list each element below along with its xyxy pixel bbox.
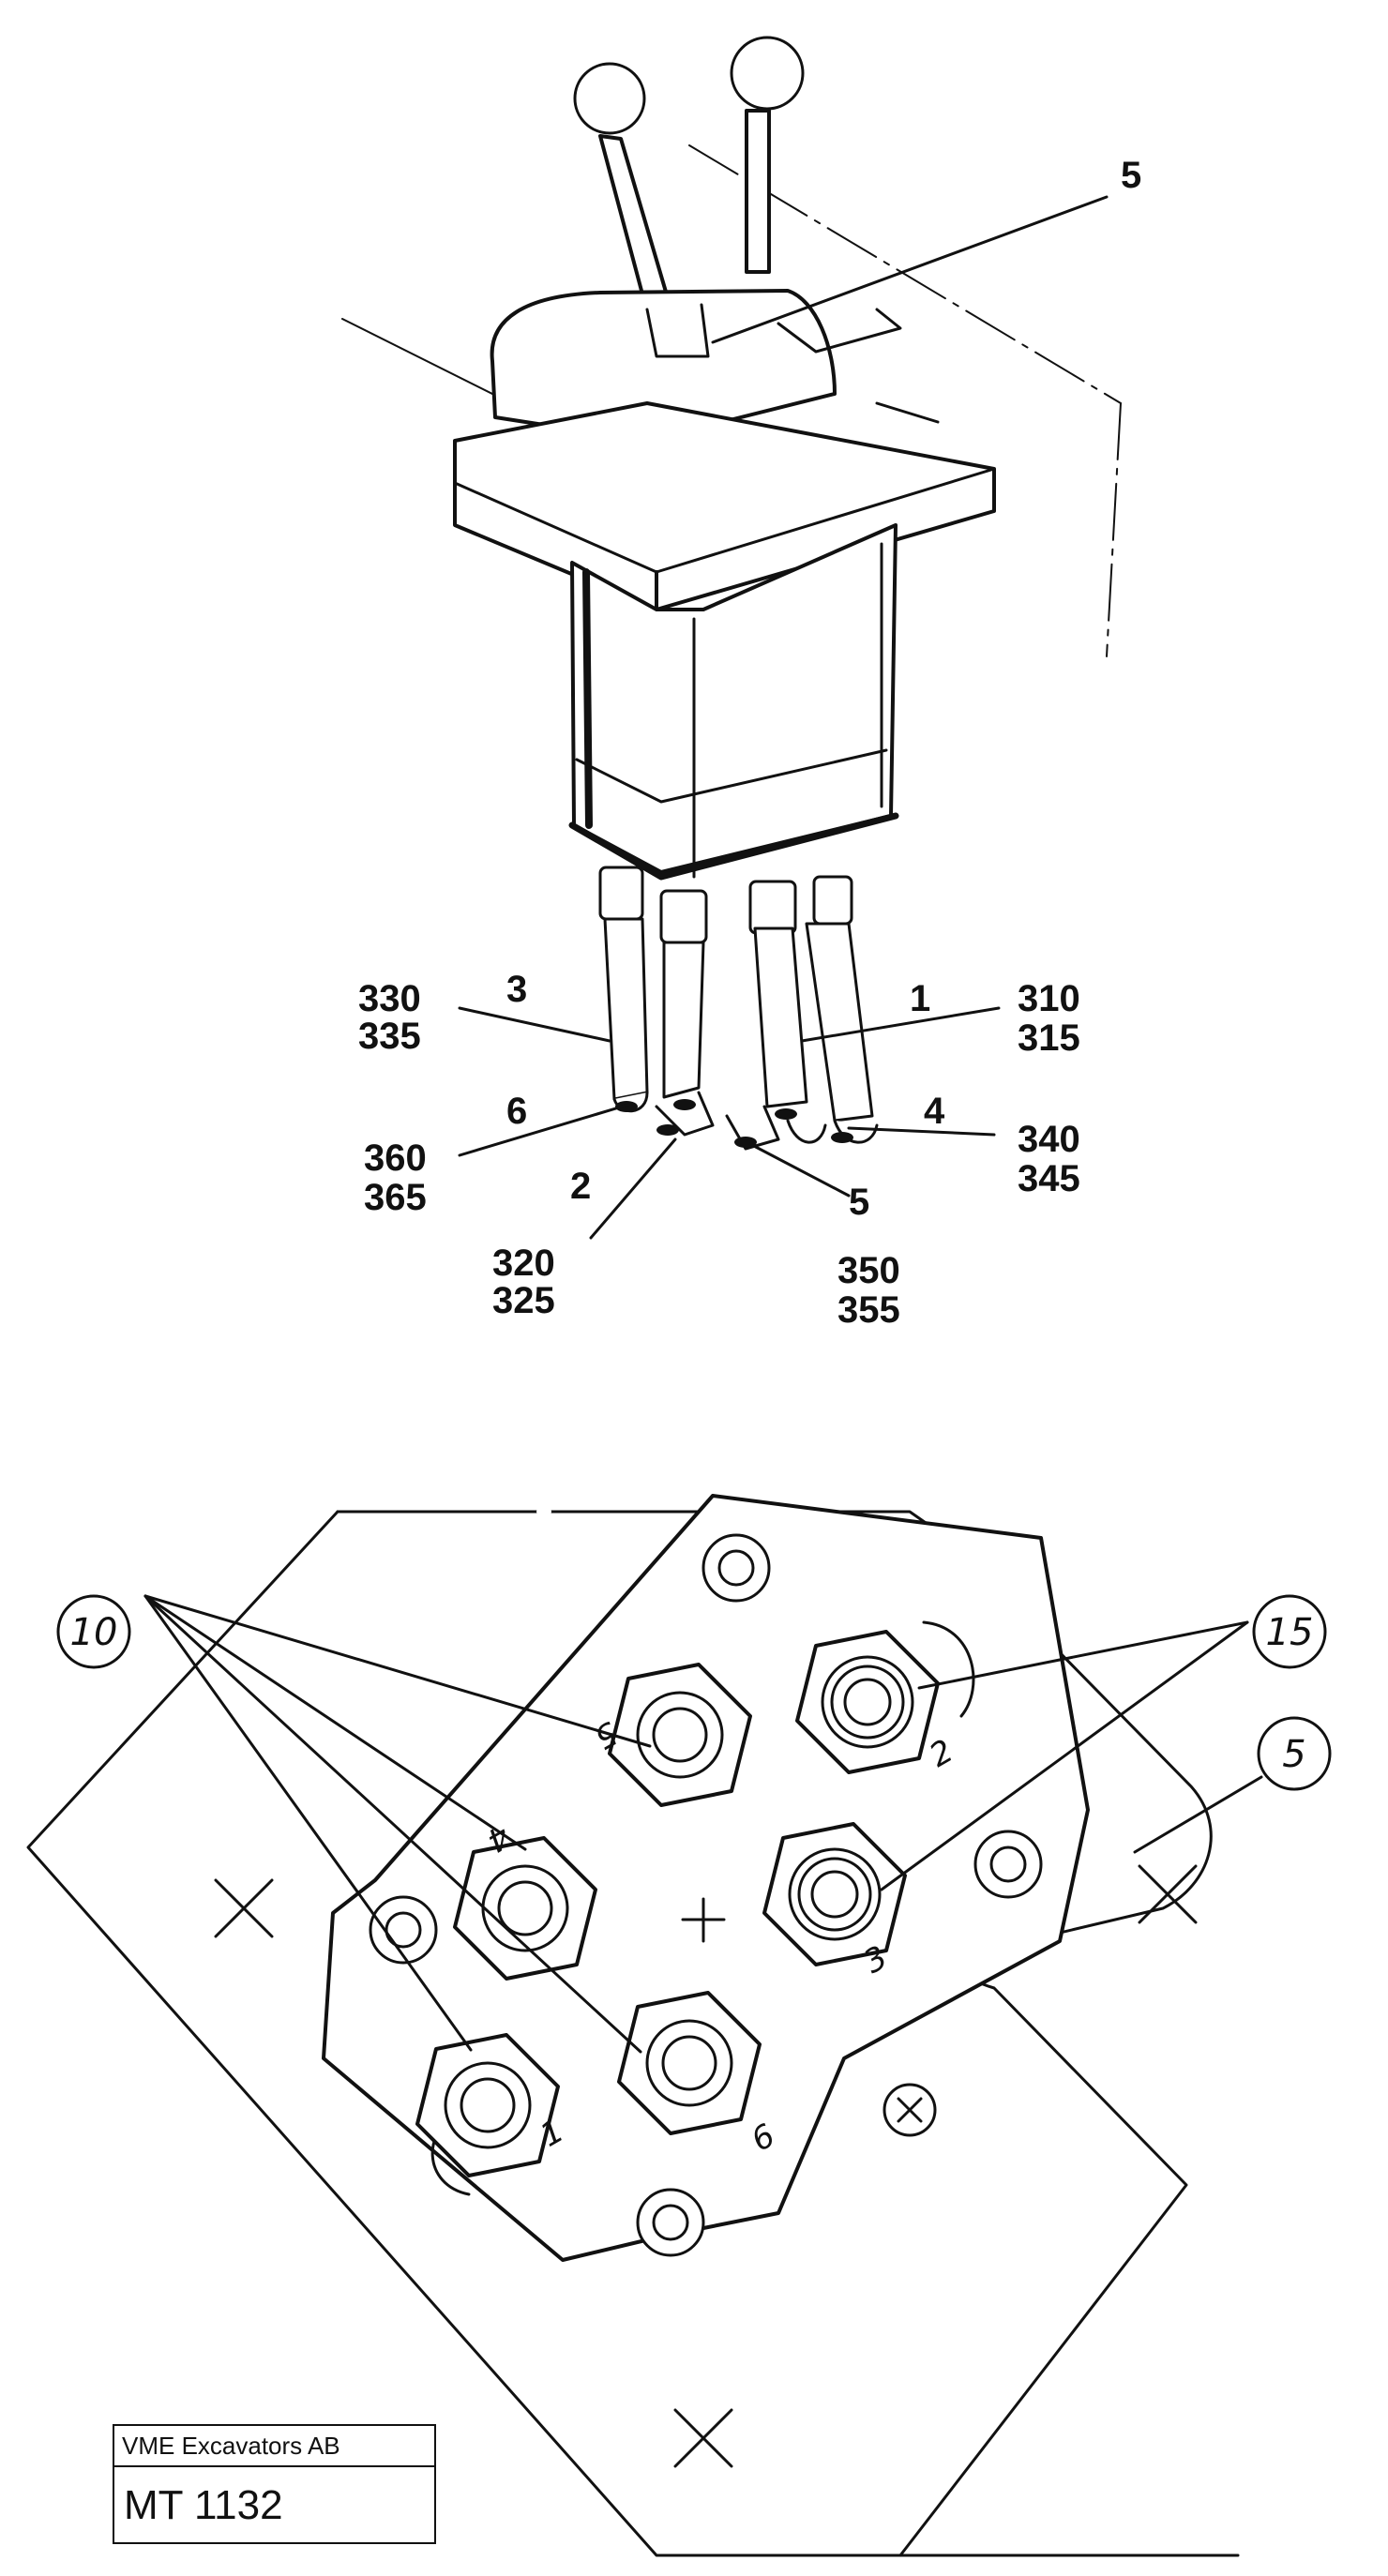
callout-lever-5: 5: [1121, 155, 1141, 196]
part-350: 350: [837, 1250, 900, 1291]
callout-circle-5: [1257, 1716, 1332, 1791]
part-360: 360: [364, 1137, 427, 1179]
part-320: 320: [492, 1243, 555, 1284]
hose-number-3: 3: [506, 969, 527, 1010]
port-layout-illustration: [26, 1494, 1332, 2557]
drawing-code: MT 1132: [124, 2482, 283, 2528]
hose-number-4: 4: [924, 1091, 945, 1132]
part-345: 345: [1018, 1158, 1080, 1199]
company-name: VME Excavators AB: [114, 2426, 434, 2467]
part-340: 340: [1018, 1119, 1080, 1160]
part-315: 315: [1018, 1017, 1080, 1059]
callout-5: 5: [1282, 1733, 1305, 1776]
hose-number-1: 1: [910, 978, 930, 1019]
part-325: 325: [492, 1280, 555, 1321]
part-330: 330: [358, 978, 421, 1019]
part-310: 310: [1018, 978, 1080, 1019]
callout-10: 10: [70, 1611, 118, 1654]
hose-number-5: 5: [849, 1182, 869, 1223]
title-block: VME Excavators AB MT 1132: [113, 2424, 436, 2544]
part-335: 335: [358, 1016, 421, 1057]
lever-left: [573, 62, 670, 307]
callout-15: 15: [1266, 1611, 1314, 1654]
control-valve-illustration: [341, 36, 1122, 1240]
hose-number-6: 6: [506, 1091, 527, 1132]
part-365: 365: [364, 1177, 427, 1218]
hose-number-2: 2: [570, 1166, 591, 1207]
part-355: 355: [837, 1289, 900, 1331]
lever-right: [730, 36, 805, 274]
callout-circle-10: [56, 1594, 131, 1669]
callout-circle-15: [1252, 1594, 1327, 1669]
